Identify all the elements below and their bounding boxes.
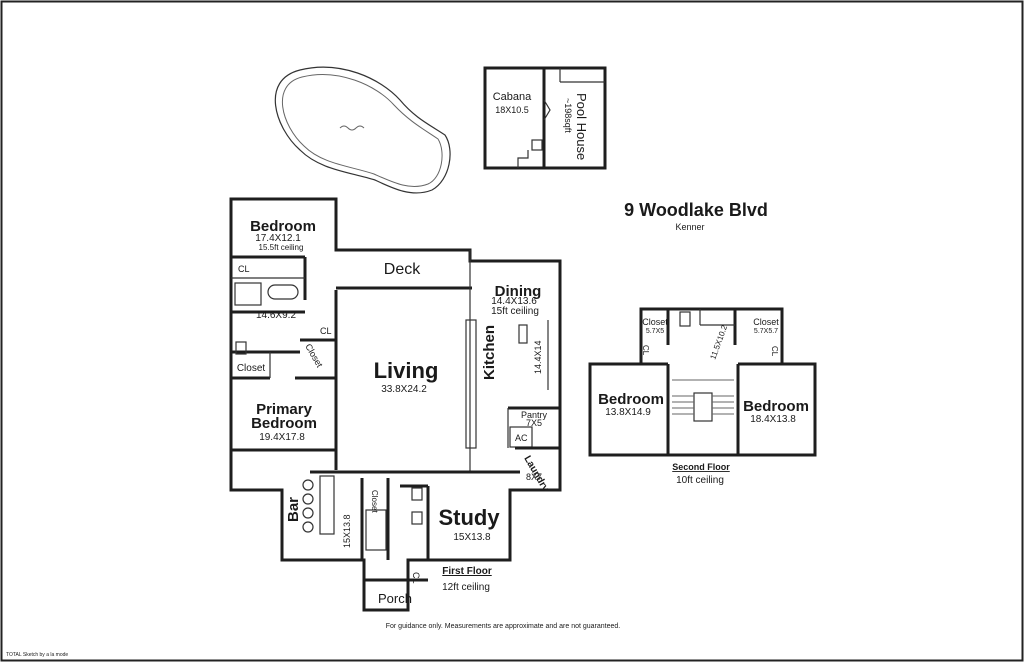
sf-closet-left-dims: 5.7X5 (646, 328, 664, 335)
porch-label: Porch (378, 591, 412, 606)
primary-bedroom-dims: 19.4X17.8 (259, 432, 305, 443)
bedroom-cl-label: CL (238, 264, 250, 274)
closet-vertical-label: Closet (303, 342, 325, 370)
kitchen-label: Kitchen (481, 325, 498, 380)
sf-closet-right-label: Closet (753, 317, 779, 327)
footer-credit: TOTAL Sketch by a la mode (6, 652, 68, 658)
study-label: Study (438, 505, 500, 530)
city-subtitle: Kenner (675, 222, 704, 232)
dining-ceiling: 15ft ceiling (491, 306, 539, 317)
closet-left-label: Closet (237, 363, 266, 374)
sf-bedroom-left-label: Bedroom (598, 391, 664, 408)
second-floor-label: Second Floor (672, 462, 730, 472)
primary-bedroom-label-1: Primary (256, 401, 313, 418)
cabana-label: Cabana (493, 91, 532, 103)
disclaimer-text: For guidance only. Measurements are appr… (386, 623, 621, 630)
address-title: 9 Woodlake Blvd (624, 200, 768, 220)
dining-dims: 14.4X13.6 (491, 296, 537, 307)
study-dims: 15X13.8 (453, 532, 491, 543)
primary-bedroom-label-2: Bedroom (251, 415, 317, 432)
first-floor-ceiling: 12ft ceiling (442, 582, 490, 593)
cabana-pool-house (483, 66, 607, 170)
porch-cl-label: CL (411, 572, 421, 584)
laundry-dims: 8X7 (526, 472, 542, 482)
second-floor-walls (588, 307, 817, 457)
sf-bedroom-left-dims: 13.8X14.9 (605, 407, 651, 418)
living-dims: 33.8X24.2 (381, 384, 427, 395)
sf-cl-left-label: CL (641, 345, 650, 356)
bath-dims: 14.6X9.2 (256, 310, 296, 321)
pool-house-area: ~198sqft (563, 98, 573, 133)
sf-cl-right-label: CL (770, 346, 779, 357)
kitchen-dims: 14.4X14 (533, 340, 543, 374)
bar-dims: 15X13.8 (342, 514, 352, 548)
first-floor-walls (229, 197, 562, 612)
living-label: Living (374, 358, 439, 383)
entry-closet-label: Closet (370, 490, 379, 513)
pool-house-label: Pool House (574, 93, 589, 160)
pantry-label: Pantry (521, 410, 548, 420)
pantry-dims: 7X5 (526, 418, 542, 428)
bath-cl-label: CL (320, 326, 332, 336)
sf-closet-right-dims: 5.7X5.7 (754, 328, 778, 335)
sf-bedroom-right-label: Bedroom (743, 398, 809, 415)
second-floor-ceiling: 10ft ceiling (676, 475, 724, 486)
bedroom-ceiling: 15.5ft ceiling (259, 243, 304, 252)
sf-bedroom-right-dims: 18.4X13.8 (750, 414, 796, 425)
cabana-dims: 18X10.5 (495, 105, 529, 115)
pool (274, 66, 451, 194)
bedroom-dims: 17.4X12.1 (255, 233, 301, 244)
first-floor-label: First Floor (442, 566, 492, 577)
sf-closet-left-label: Closet (642, 317, 668, 327)
sf-hall-dims: 11.5X10.2 (708, 323, 729, 360)
ac-label: AC (515, 433, 528, 443)
bar-label: Bar (285, 497, 302, 522)
bedroom-label: Bedroom (250, 218, 316, 235)
dining-label: Dining (495, 283, 542, 300)
deck-label: Deck (384, 261, 421, 278)
